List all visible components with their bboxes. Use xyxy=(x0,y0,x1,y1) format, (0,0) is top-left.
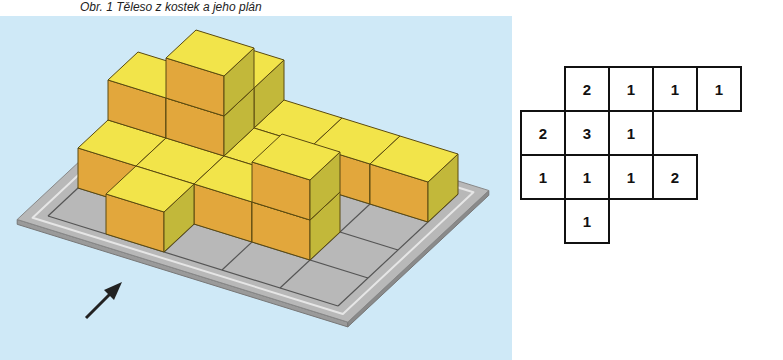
height-number: 1 xyxy=(627,169,635,186)
plan-cell: 1 xyxy=(608,110,654,156)
cube-face xyxy=(370,136,458,182)
height-number: 1 xyxy=(539,169,547,186)
plan-cell: 1 xyxy=(696,66,742,112)
plate-top xyxy=(17,88,489,322)
height-number: 2 xyxy=(671,169,679,186)
height-number: 1 xyxy=(715,81,723,98)
height-number: 3 xyxy=(583,125,591,142)
plan-cell: 2 xyxy=(520,110,566,156)
plan-cell: 1 xyxy=(608,154,654,200)
background-panel xyxy=(0,16,512,360)
height-number: 1 xyxy=(671,81,679,98)
height-number: 1 xyxy=(583,169,591,186)
plan-cell: 2 xyxy=(652,154,698,200)
plan-cell: 1 xyxy=(652,66,698,112)
height-number: 2 xyxy=(583,81,591,98)
height-number: 1 xyxy=(627,81,635,98)
plan-cell: 3 xyxy=(564,110,610,156)
plan-cell: 2 xyxy=(564,66,610,112)
cube-stack xyxy=(78,30,458,260)
figure-caption: Obr. 1 Těleso z kostek a jeho plán xyxy=(80,0,262,14)
plan-cell: 1 xyxy=(520,154,566,200)
cube-face xyxy=(166,30,254,76)
plan-cell: 1 xyxy=(564,154,610,200)
height-number: 2 xyxy=(539,125,547,142)
view-arrow xyxy=(86,282,122,318)
cube-face xyxy=(106,166,194,212)
cube-face xyxy=(252,134,340,180)
plan-cell: 1 xyxy=(564,198,610,244)
height-number: 1 xyxy=(627,125,635,142)
plan-cell: 1 xyxy=(608,66,654,112)
height-number: 1 xyxy=(583,213,591,230)
base-plate xyxy=(17,88,489,327)
